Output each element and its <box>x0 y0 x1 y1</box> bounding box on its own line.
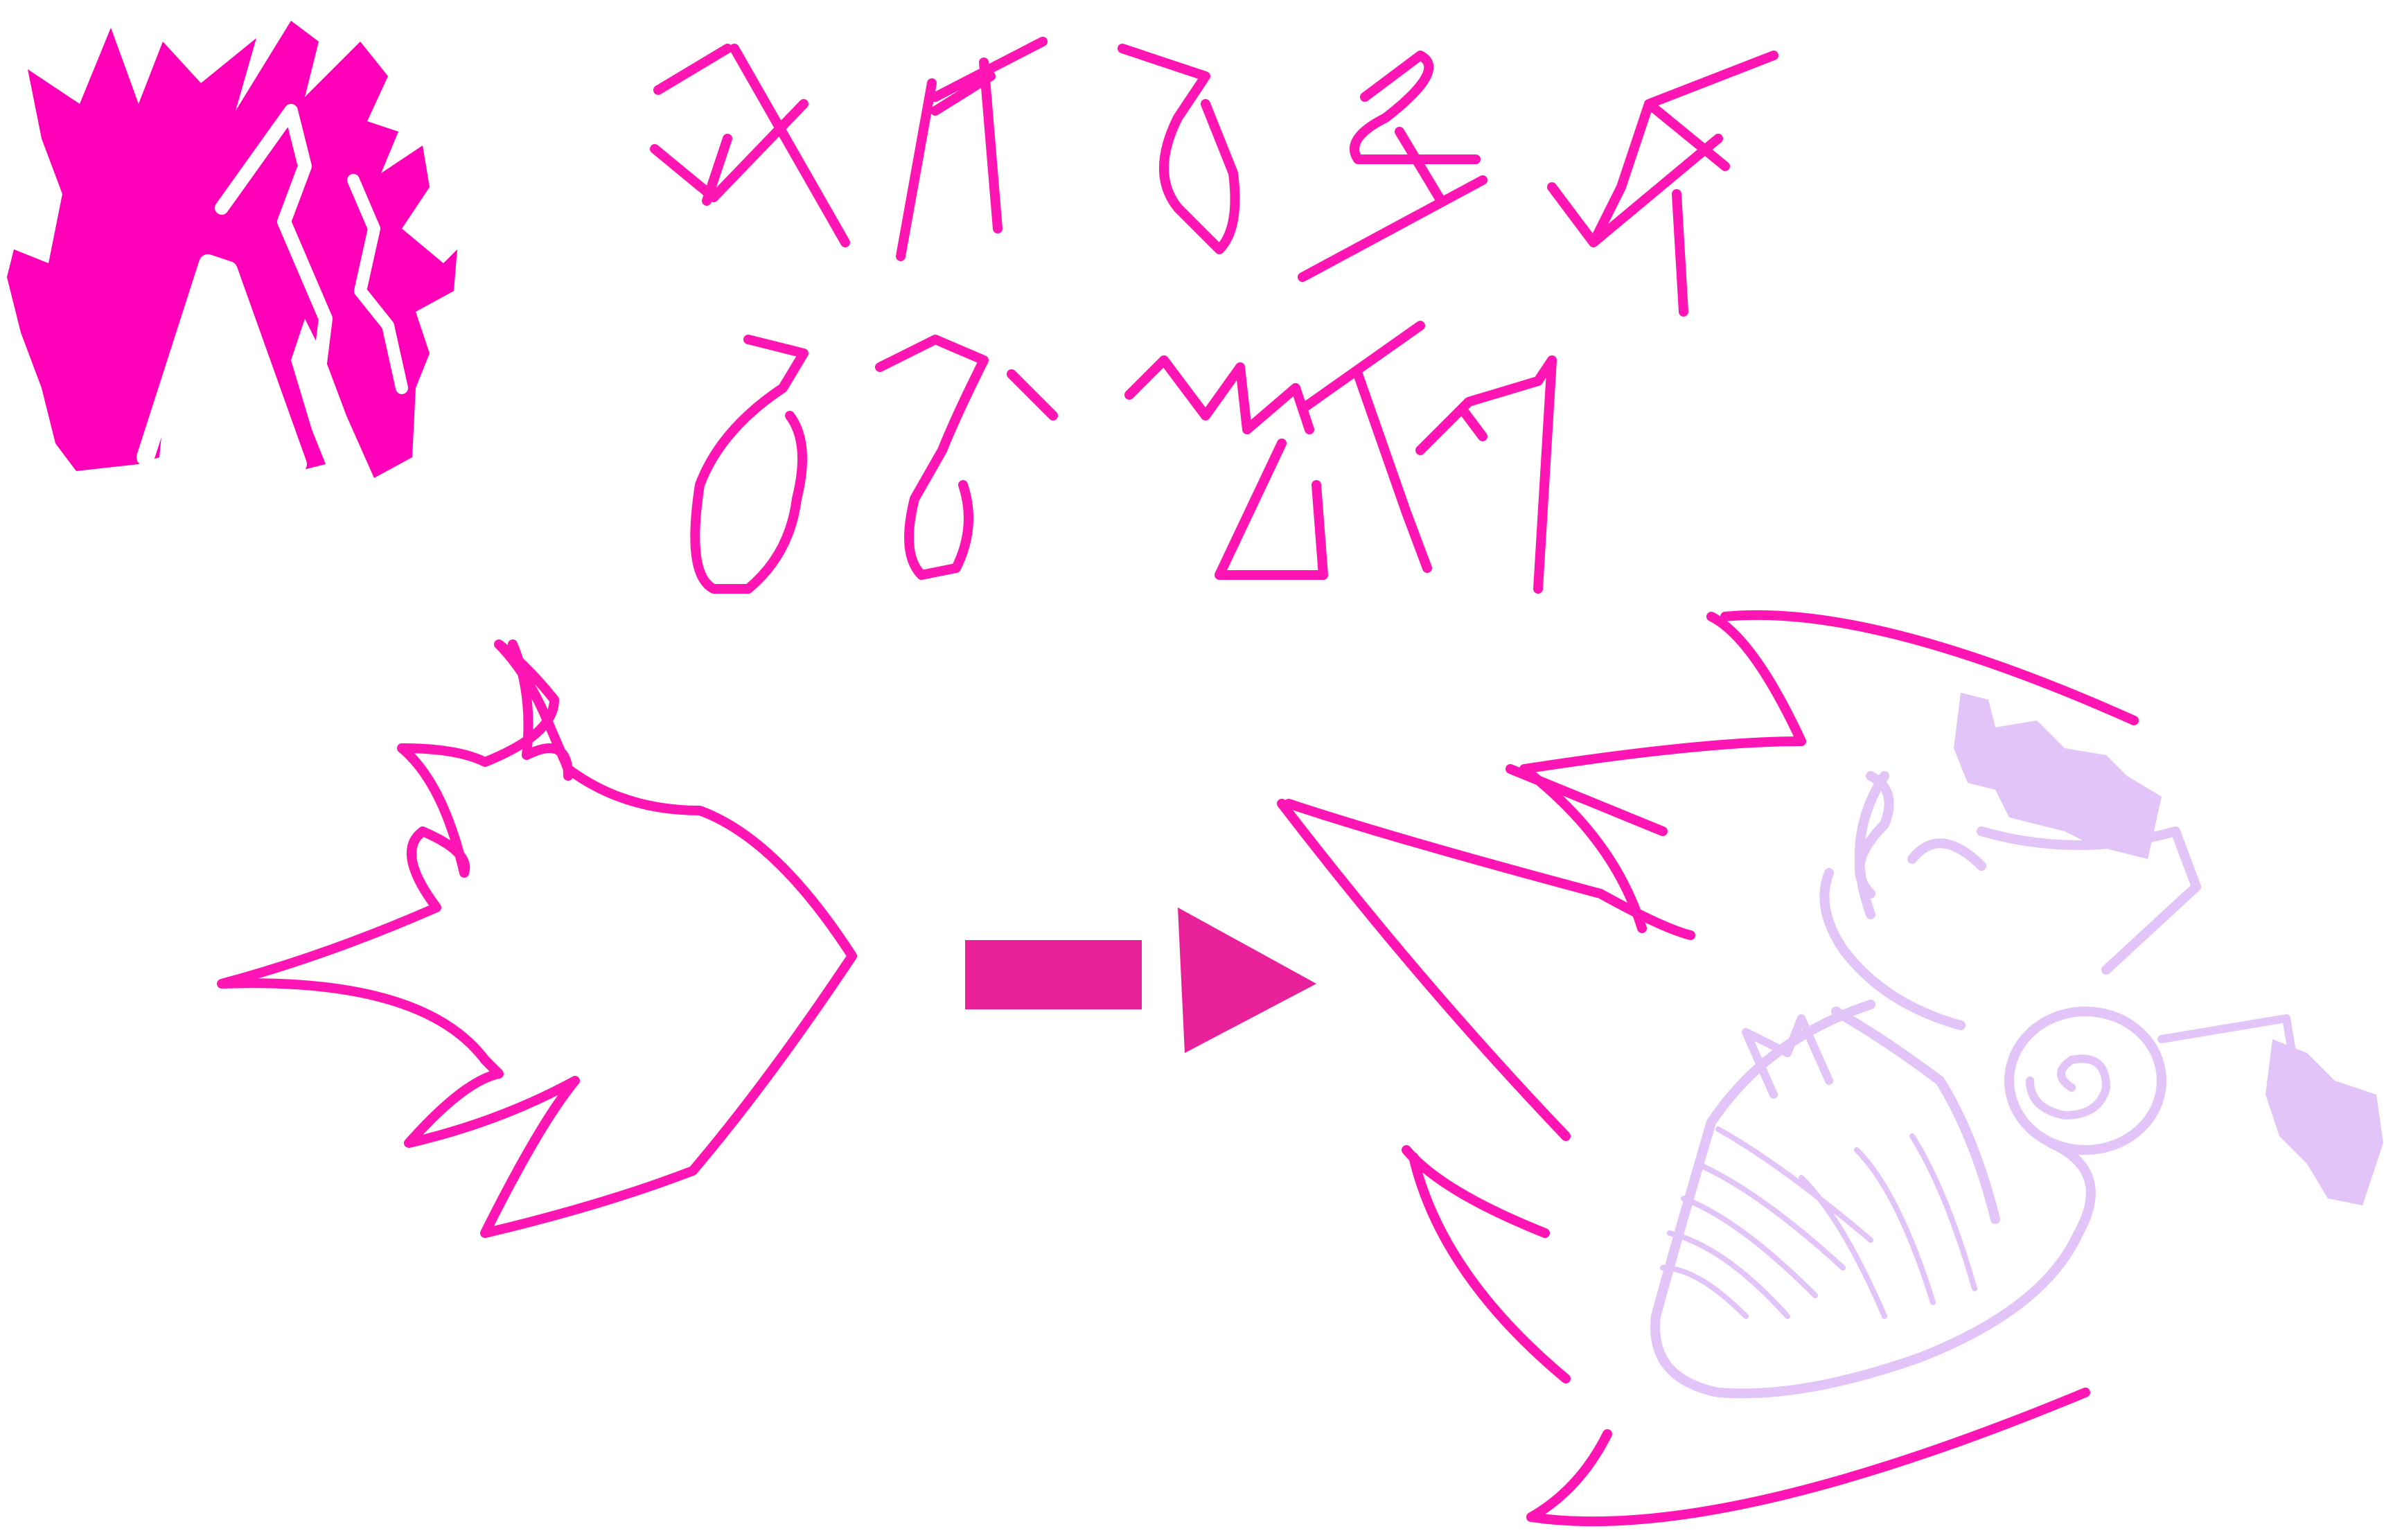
lavender-bug-creature-icon <box>1650 693 2383 1399</box>
spiky-crown-emblem-icon <box>7 21 457 478</box>
right-arrow-icon <box>965 908 1316 1053</box>
glyph-script-line-2 <box>690 321 1557 594</box>
flame-arrow-outline-icon <box>217 639 857 1238</box>
glyph-script-line-1 <box>650 37 1778 317</box>
flame-jaws-outline-icon <box>1277 610 2139 1527</box>
